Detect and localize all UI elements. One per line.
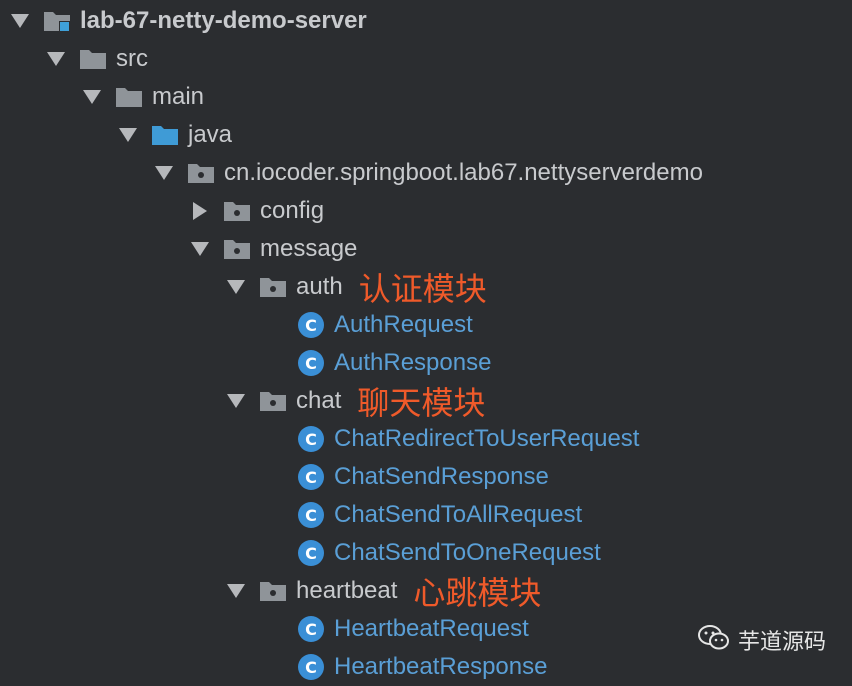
tree-node-class[interactable]: C HeartbeatResponse [298, 648, 547, 686]
tree-node-auth[interactable]: auth 认证模块 [226, 268, 487, 308]
class-icon: C [298, 426, 324, 452]
package-icon [258, 580, 288, 602]
tree-node-src[interactable]: src [46, 40, 148, 78]
chevron-down-icon[interactable] [118, 125, 138, 145]
chevron-down-icon[interactable] [190, 239, 210, 259]
class-icon: C [298, 502, 324, 528]
folder-icon [78, 48, 108, 70]
chevron-down-icon[interactable] [226, 581, 246, 601]
chevron-down-icon[interactable] [154, 163, 174, 183]
class-icon: C [298, 654, 324, 680]
tree-node-class[interactable]: C ChatSendToAllRequest [298, 496, 582, 534]
tree-node-class[interactable]: C AuthRequest [298, 306, 473, 344]
chevron-right-icon[interactable] [190, 201, 210, 221]
class-label: HeartbeatResponse [334, 653, 548, 680]
class-icon: C [298, 350, 324, 376]
class-label: HeartbeatRequest [334, 615, 529, 642]
tree-node-class[interactable]: C ChatSendResponse [298, 458, 549, 496]
tree-node-class[interactable]: C AuthResponse [298, 344, 491, 382]
tree-node-class[interactable]: C ChatSendToOneRequest [298, 534, 601, 572]
source-folder-icon [150, 124, 180, 146]
watermark: 芋道源码 [697, 624, 826, 656]
wechat-icon [697, 624, 730, 656]
package-icon [258, 276, 288, 298]
tree-node-label: chat [296, 387, 342, 414]
tree-node-message[interactable]: message [190, 230, 357, 268]
class-label: ChatSendResponse [334, 463, 549, 490]
chevron-down-icon[interactable] [10, 11, 30, 31]
tree-node-chat[interactable]: chat 聊天模块 [226, 382, 485, 422]
chevron-down-icon[interactable] [226, 391, 246, 411]
module-folder-icon [42, 10, 72, 32]
chevron-down-icon[interactable] [226, 277, 246, 297]
class-label: ChatSendToAllRequest [334, 501, 583, 528]
tree-node-java[interactable]: java [118, 116, 232, 154]
class-icon: C [298, 464, 324, 490]
tree-node-root[interactable]: lab-67-netty-demo-server [10, 2, 367, 40]
class-label: AuthResponse [334, 349, 492, 376]
tree-node-main[interactable]: main [82, 78, 204, 116]
annotation-chat: 聊天模块 [357, 384, 486, 422]
tree-node-label: heartbeat [296, 577, 398, 604]
chevron-down-icon[interactable] [82, 87, 102, 107]
tree-node-label: message [260, 235, 358, 262]
tree-node-label: cn.iocoder.springboot.lab67.nettyserverd… [224, 159, 703, 186]
package-icon [222, 238, 252, 260]
tree-node-label: src [116, 45, 148, 72]
tree-node-label: java [188, 121, 233, 148]
watermark-text: 芋道源码 [737, 630, 826, 655]
tree-node-label: config [260, 197, 325, 224]
tree-node-heartbeat[interactable]: heartbeat 心跳模块 [226, 572, 541, 612]
class-label: ChatRedirectToUserRequest [334, 425, 640, 452]
annotation-auth: 认证模块 [358, 270, 487, 308]
tree-node-label: lab-67-netty-demo-server [80, 7, 367, 34]
tree-node-label: main [152, 83, 205, 110]
package-icon [258, 390, 288, 412]
package-icon [186, 162, 216, 184]
chevron-down-icon[interactable] [46, 49, 66, 69]
class-icon: C [298, 616, 324, 642]
tree-node-class[interactable]: C HeartbeatRequest [298, 610, 529, 648]
tree-node-label: auth [296, 273, 343, 300]
package-icon [222, 200, 252, 222]
class-icon: C [298, 540, 324, 566]
class-label: ChatSendToOneRequest [334, 539, 601, 566]
tree-node-package[interactable]: cn.iocoder.springboot.lab67.nettyserverd… [154, 154, 703, 192]
folder-icon [114, 86, 144, 108]
tree-node-config[interactable]: config [190, 192, 324, 230]
tree-node-class[interactable]: C ChatRedirectToUserRequest [298, 420, 639, 458]
class-label: AuthRequest [334, 311, 473, 338]
annotation-heartbeat: 心跳模块 [413, 574, 542, 612]
class-icon: C [298, 312, 324, 338]
